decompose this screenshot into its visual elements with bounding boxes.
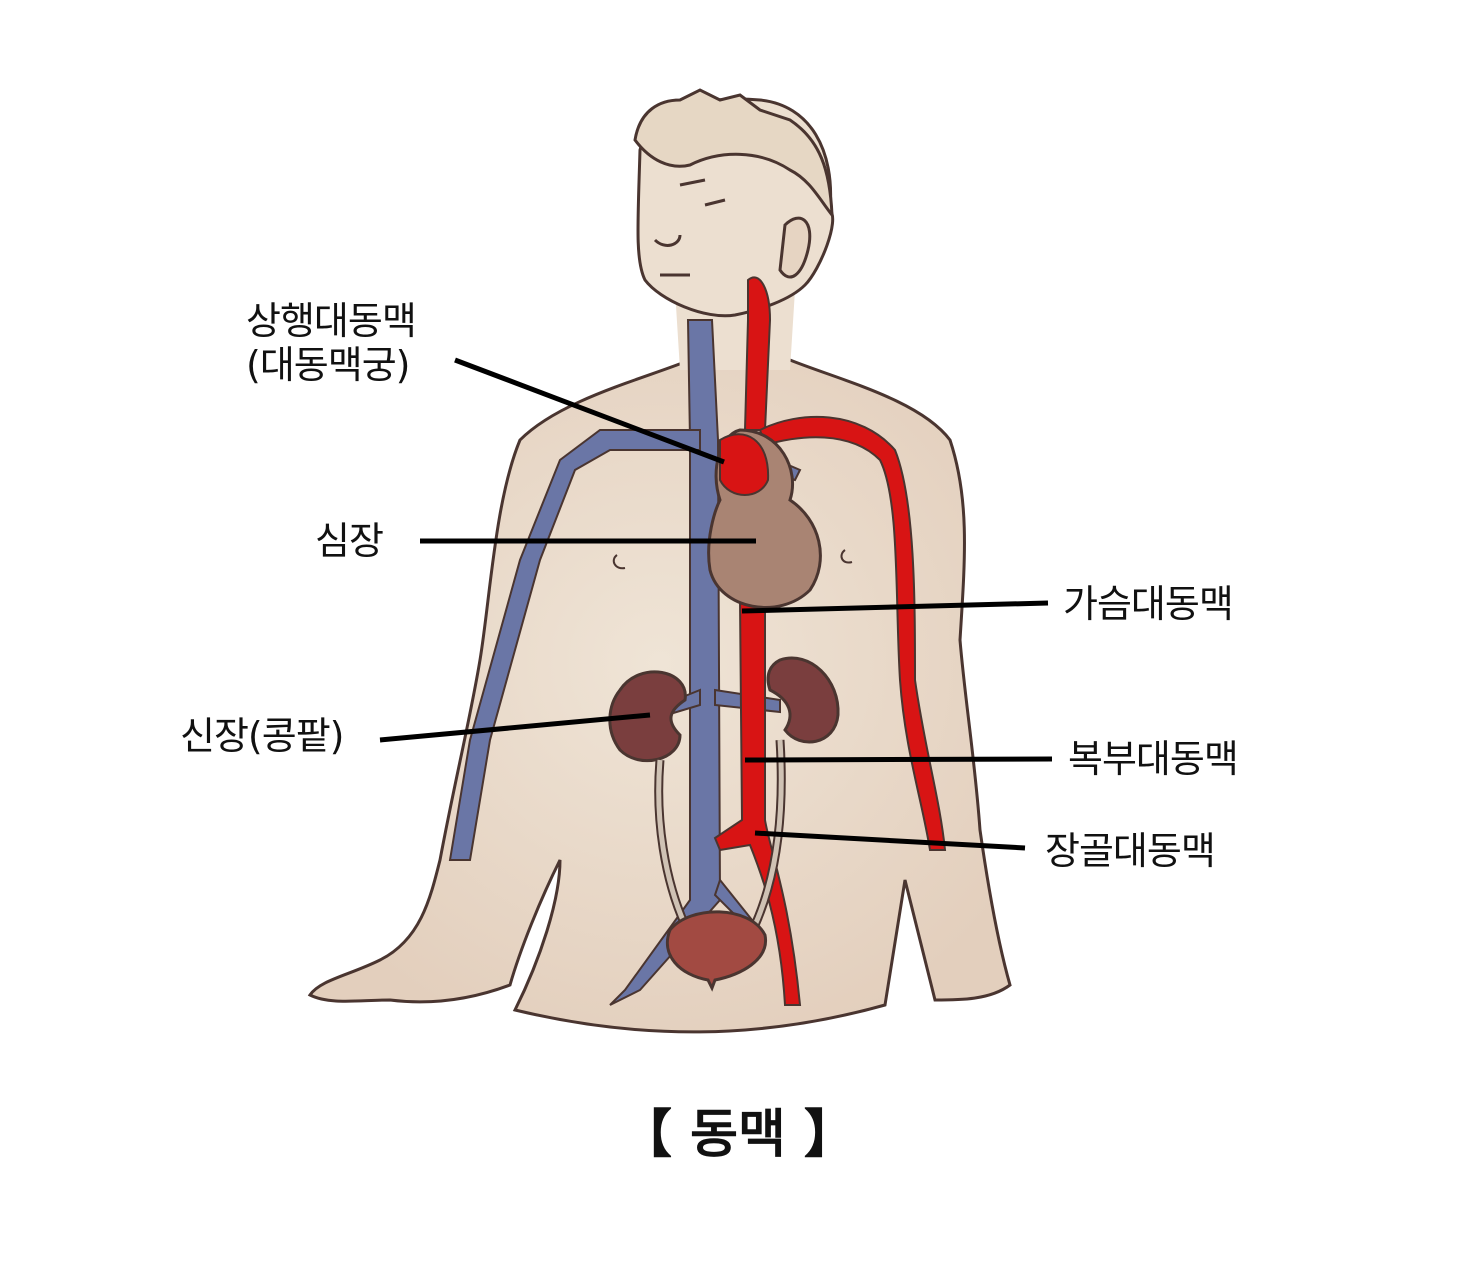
face-features — [653, 178, 726, 277]
label-heart: 심장 — [315, 519, 384, 563]
leader-ascending-aorta — [454, 357, 725, 465]
label-iliac-artery: 장골대동맥 — [1045, 829, 1216, 873]
leader-thoracic-aorta — [741, 600, 1049, 614]
ear — [778, 216, 812, 279]
leader-kidney — [379, 712, 651, 743]
bladder — [665, 910, 767, 992]
ureter-right — [752, 739, 784, 927]
label-ascending-aorta: 상행대동맥 (대동맥궁) — [246, 299, 417, 387]
ureter-left — [656, 759, 688, 927]
leader-abdominal-aorta — [744, 756, 1053, 763]
label-kidney: 신장(콩팥) — [180, 714, 344, 758]
arteries — [713, 276, 947, 1006]
label-abdominal-aorta: 복부대동맥 — [1068, 737, 1239, 781]
label-ascending-aorta-line2: (대동맥궁) — [246, 342, 410, 387]
kidney-right — [766, 656, 840, 744]
hair — [633, 88, 834, 220]
figure-caption: 【 동맥 】 — [620, 1105, 856, 1165]
leader-iliac-artery — [754, 830, 1026, 851]
nipple-left — [612, 554, 626, 570]
leader-lines — [379, 357, 1053, 851]
label-thoracic-aorta: 가슴대동맥 — [1063, 582, 1234, 626]
label-ascending-aorta-line1: 상행대동맥 — [246, 299, 417, 343]
nipple-right — [840, 549, 853, 564]
